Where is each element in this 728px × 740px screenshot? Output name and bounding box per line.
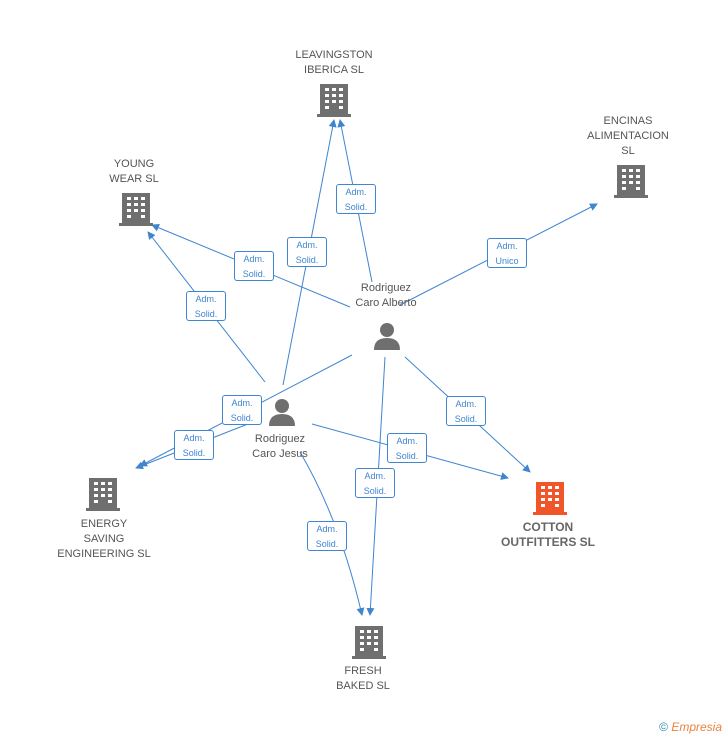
person-label-alberto[interactable]: Rodriguez Caro Alberto — [355, 282, 417, 309]
edge-label-adm-solid: Adm. Solid. — [336, 184, 376, 214]
edge-label-adm-solid: Adm. Solid. — [387, 433, 427, 463]
building-icon[interactable] — [614, 165, 648, 198]
edge-label-adm-solid: Adm. Solid. — [186, 291, 226, 321]
company-label-young-wear[interactable]: YOUNG WEAR SL — [109, 158, 159, 185]
edge-label-adm-solid: Adm. Solid. — [174, 430, 214, 460]
building-icon[interactable] — [119, 193, 153, 226]
person-icon[interactable] — [374, 323, 400, 350]
building-icon[interactable] — [352, 626, 386, 659]
building-icon[interactable] — [86, 478, 120, 511]
edge-label-adm-solid: Adm. Solid. — [446, 396, 486, 426]
company-label-energy-saving[interactable]: ENERGY SAVING ENGINEERING SL — [57, 518, 151, 560]
edge-label-adm-solid: Adm. Solid. — [307, 521, 347, 551]
company-label-leavingston[interactable]: LEAVINGSTON IBERICA SL — [295, 49, 373, 76]
edge-label-adm-unico: Adm. Unico — [487, 238, 527, 268]
copyright-icon: © — [659, 720, 668, 734]
company-label-cotton-outfitters[interactable]: COTTON OUTFITTERS SL — [501, 520, 595, 549]
company-label-fresh-baked[interactable]: FRESH BAKED SL — [336, 665, 390, 692]
brand-logo[interactable]: Empresia — [671, 720, 722, 734]
focus-building-icon[interactable] — [533, 482, 567, 515]
edge-label-adm-solid: Adm. Solid. — [234, 251, 274, 281]
footer-credit[interactable]: © Empresia — [659, 720, 722, 734]
person-icon[interactable] — [269, 399, 295, 426]
company-label-encinas[interactable]: ENCINAS ALIMENTACION SL — [587, 115, 669, 157]
building-icon[interactable] — [317, 84, 351, 117]
edge-label-adm-solid: Adm. Solid. — [222, 395, 262, 425]
edge-label-adm-solid: Adm. Solid. — [355, 468, 395, 498]
edge-label-adm-solid: Adm. Solid. — [287, 237, 327, 267]
person-label-jesus[interactable]: Rodriguez Caro Jesus — [252, 433, 308, 460]
